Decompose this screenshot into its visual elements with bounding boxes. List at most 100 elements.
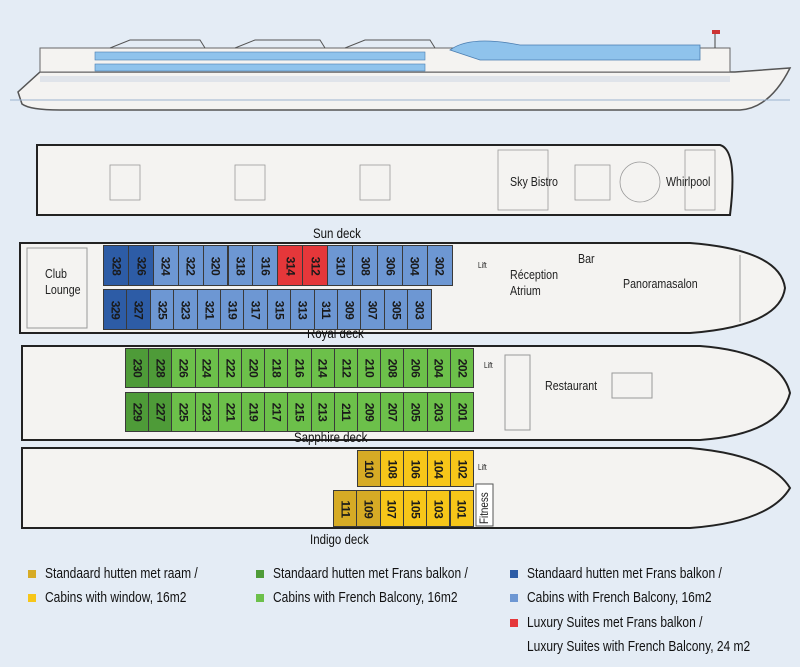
cabin-217[interactable]: 217 [264, 392, 289, 432]
cabin-105[interactable]: 105 [402, 490, 428, 527]
cabin-number: 103 [431, 499, 446, 518]
cabin-222[interactable]: 222 [217, 348, 242, 388]
cabin-229[interactable]: 229 [125, 392, 150, 432]
cabin-214[interactable]: 214 [310, 348, 335, 388]
cabin-220[interactable]: 220 [241, 348, 266, 388]
cabin-221[interactable]: 221 [217, 392, 242, 432]
cabin-109[interactable]: 109 [356, 490, 381, 527]
cabin-308[interactable]: 308 [352, 245, 378, 286]
cabin-302[interactable]: 302 [426, 245, 453, 286]
cabin-number: 101 [454, 499, 469, 518]
cabin-211[interactable]: 211 [333, 392, 358, 432]
cabin-216[interactable]: 216 [287, 348, 312, 388]
cabin-304[interactable]: 304 [401, 245, 428, 286]
cabin-205[interactable]: 205 [403, 392, 428, 432]
cabin-326[interactable]: 326 [127, 245, 154, 286]
cabin-number: 106 [408, 459, 423, 478]
cabin-207[interactable]: 207 [380, 392, 405, 432]
legend-text: Standaard hutten met Frans balkon / [527, 565, 722, 582]
legend-text: Luxury Suites met Frans balkon / [527, 614, 703, 631]
cabin-328[interactable]: 328 [103, 245, 129, 286]
cabin-209[interactable]: 209 [357, 392, 382, 432]
cabin-212[interactable]: 212 [333, 348, 358, 388]
cabin-103[interactable]: 103 [426, 490, 451, 527]
cabin-309[interactable]: 309 [337, 289, 362, 330]
cabin-307[interactable]: 307 [360, 289, 385, 330]
cabin-206[interactable]: 206 [403, 348, 428, 388]
cabin-203[interactable]: 203 [426, 392, 451, 432]
cabin-number: 320 [208, 256, 223, 275]
cabin-208[interactable]: 208 [380, 348, 405, 388]
cabin-306[interactable]: 306 [376, 245, 403, 286]
cabin-303[interactable]: 303 [407, 289, 432, 330]
cabin-111[interactable]: 111 [333, 490, 358, 527]
room-restaurant: Restaurant [545, 378, 598, 393]
cabin-315[interactable]: 315 [266, 289, 292, 330]
cabin-201[interactable]: 201 [449, 392, 474, 432]
cabin-107[interactable]: 107 [379, 490, 404, 527]
cabin-305[interactable]: 305 [383, 289, 409, 330]
cabin-319[interactable]: 319 [220, 289, 245, 330]
cabin-number: 303 [412, 300, 427, 319]
cabin-213[interactable]: 213 [310, 392, 335, 432]
cabin-313[interactable]: 313 [290, 289, 315, 330]
cabin-323[interactable]: 323 [173, 289, 198, 330]
cabin-316[interactable]: 316 [252, 245, 279, 286]
cabin-325[interactable]: 325 [149, 289, 175, 330]
cabin-230[interactable]: 230 [125, 348, 150, 388]
cabin-317[interactable]: 317 [243, 289, 268, 330]
cabin-227[interactable]: 227 [148, 392, 173, 432]
cabin-322[interactable]: 322 [177, 245, 204, 286]
room-reception-2: Atrium [510, 283, 541, 298]
cabin-314[interactable]: 314 [277, 245, 304, 286]
cabin-324[interactable]: 324 [152, 245, 179, 286]
cabin-224[interactable]: 224 [194, 348, 219, 388]
cabin-102[interactable]: 102 [449, 450, 474, 487]
cabin-225[interactable]: 225 [171, 392, 196, 432]
legend-text: Standaard hutten met Frans balkon / [273, 565, 468, 582]
cabin-104[interactable]: 104 [426, 450, 451, 487]
cabin-number: 102 [454, 459, 469, 478]
cabin-number: 214 [315, 358, 330, 378]
cabin-210[interactable]: 210 [357, 348, 382, 388]
cabin-110[interactable]: 110 [357, 450, 382, 487]
cabin-number: 203 [431, 402, 446, 422]
cabin-108[interactable]: 108 [380, 450, 405, 487]
cabin-number: 204 [431, 358, 446, 378]
legend-text: Standaard hutten met raam / [45, 565, 198, 582]
cabin-215[interactable]: 215 [287, 392, 312, 432]
cabin-226[interactable]: 226 [171, 348, 196, 388]
cabin-223[interactable]: 223 [194, 392, 219, 432]
cabin-327[interactable]: 327 [126, 289, 151, 330]
lift-royal: Lift [478, 261, 487, 270]
cabin-329[interactable]: 329 [103, 289, 128, 330]
deck-label-sapphire: Sapphire deck [294, 429, 368, 445]
cabin-320[interactable]: 320 [202, 245, 229, 286]
cabin-number: 323 [178, 300, 193, 319]
legend-text: Luxury Suites with French Balcony, 24 m2 [527, 638, 751, 655]
legend-swatch [28, 593, 36, 602]
cabin-318[interactable]: 318 [227, 245, 254, 286]
cabin-218[interactable]: 218 [264, 348, 289, 388]
cabin-number: 309 [342, 300, 357, 319]
cabin-204[interactable]: 204 [426, 348, 451, 388]
cabin-number: 305 [388, 300, 403, 319]
cabin-number: 227 [153, 402, 168, 422]
lift-indigo: Lift [478, 463, 487, 472]
cabin-219[interactable]: 219 [241, 392, 266, 432]
cabin-310[interactable]: 310 [327, 245, 353, 286]
cabin-311[interactable]: 311 [313, 289, 338, 330]
cabin-312[interactable]: 312 [302, 245, 329, 286]
cabin-228[interactable]: 228 [148, 348, 173, 388]
cabin-number: 109 [361, 499, 376, 518]
cabin-101[interactable]: 101 [449, 490, 474, 527]
cabin-202[interactable]: 202 [449, 348, 474, 388]
cabin-106[interactable]: 106 [403, 450, 428, 487]
cabin-number: 205 [408, 402, 423, 422]
cabin-321[interactable]: 321 [196, 289, 221, 330]
cabin-number: 208 [385, 358, 400, 378]
cabin-number: 318 [233, 256, 248, 275]
cabin-number: 307 [365, 300, 380, 319]
cabin-number: 213 [315, 402, 330, 422]
